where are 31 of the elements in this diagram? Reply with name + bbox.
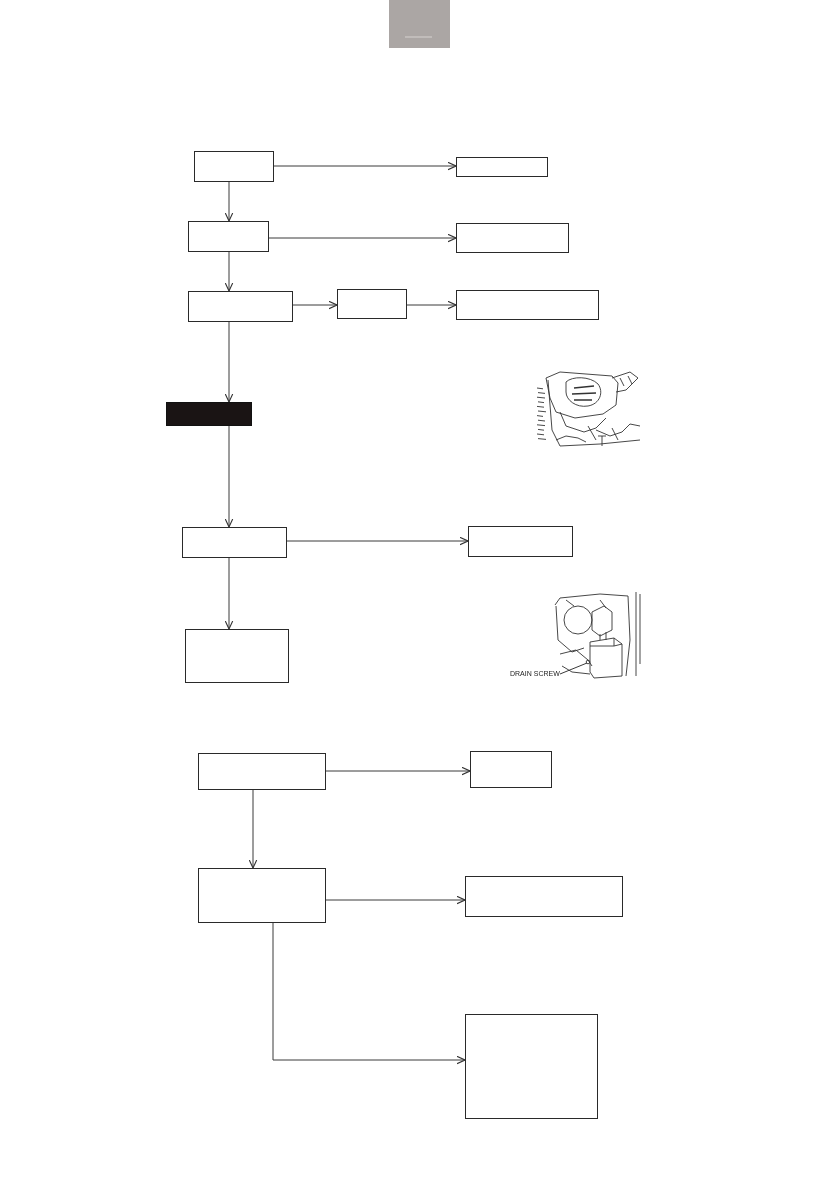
arrow	[224, 425, 234, 528]
process-box	[468, 526, 573, 557]
arrow	[268, 233, 457, 243]
arrow	[224, 321, 234, 403]
process-box	[198, 753, 326, 790]
process-box	[188, 291, 293, 322]
process-box	[194, 151, 274, 182]
process-box	[470, 751, 552, 788]
arrow	[224, 557, 234, 630]
filled-bar	[166, 402, 252, 426]
process-box	[465, 876, 623, 917]
arrow	[286, 536, 469, 546]
process-box	[456, 290, 599, 320]
arrow	[224, 181, 234, 222]
process-box	[182, 527, 287, 558]
process-box	[337, 289, 407, 319]
process-box	[185, 629, 289, 683]
arrow	[325, 766, 471, 776]
process-box	[465, 1014, 598, 1119]
process-box	[456, 223, 569, 253]
process-box	[198, 868, 326, 923]
arrow	[248, 789, 258, 869]
leader-line	[559, 662, 588, 675]
arrow	[272, 922, 466, 1065]
arrow	[406, 300, 457, 310]
arrow	[224, 251, 234, 292]
process-box	[456, 157, 548, 177]
arrow	[325, 895, 466, 905]
arrow	[292, 300, 338, 310]
arrow	[273, 161, 457, 171]
process-box	[188, 221, 269, 252]
